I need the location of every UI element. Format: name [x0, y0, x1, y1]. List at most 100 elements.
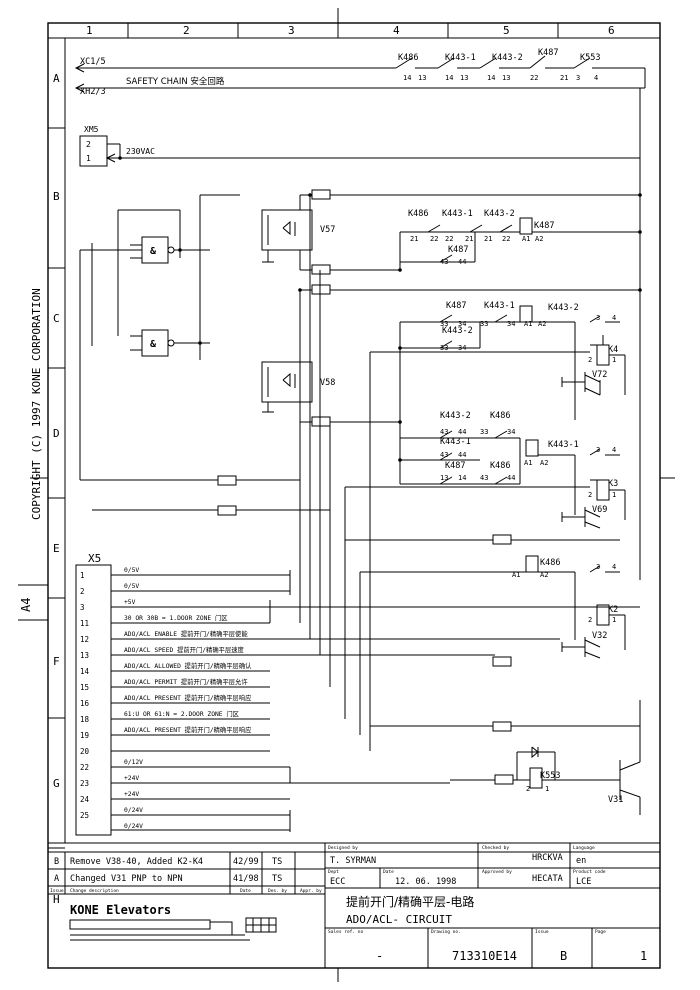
pin-label: 13 [418, 74, 426, 82]
pin-label: 43 [480, 474, 488, 482]
x5-pin-number: 2 [80, 587, 85, 596]
pin-label: 21 [410, 235, 418, 243]
contact-label: K486 [408, 209, 428, 219]
product-code: LCE [576, 877, 591, 887]
x5-pin-number: 23 [80, 779, 89, 788]
pin-label: 22 [530, 74, 538, 82]
field-label: Product code [573, 869, 606, 875]
dept: ECC [330, 877, 345, 887]
x5-pin-number: 15 [80, 683, 89, 692]
and-gate: & [150, 339, 157, 350]
row-label: E [53, 542, 60, 555]
x5-pin-text: ADO/ACL ALLOWED 提前开门/精确平层确认 [124, 661, 252, 670]
row-label: D [53, 427, 60, 440]
x5-pin-number: 11 [80, 619, 89, 628]
contact-label: K443-1 [442, 209, 473, 219]
field-label: Sales ref. no [328, 929, 364, 935]
x5-pin-number: 24 [80, 795, 90, 804]
x5-pin-text: +24V [124, 791, 139, 798]
x5-pin-number: 25 [80, 811, 89, 820]
column-label: 2 [183, 24, 190, 37]
coil-label: K487 [534, 221, 554, 231]
field-label: Page [595, 929, 606, 935]
paper-size: A4 [19, 598, 33, 612]
x5-pin-text: ADO/ACL PRESENT 提前开门/精确平层响应 [124, 693, 252, 702]
revision-date: 41/98 [233, 874, 259, 884]
field-label: Approved by [482, 869, 512, 875]
pin-label: 13 [502, 74, 510, 82]
x5-pin-text: 0/24V [124, 807, 143, 814]
pin-label: 34 [458, 320, 466, 328]
field-label: Dept [328, 869, 339, 875]
pin-label: 22 [502, 235, 510, 243]
pin-label: A2 [540, 571, 548, 579]
field-label: Issue [535, 929, 549, 935]
pin-label: 3 [596, 314, 600, 322]
coil-label: K443-2 [548, 303, 579, 313]
column-label: 6 [608, 24, 615, 37]
x5-title: X5 [88, 552, 101, 565]
xh2-label: XH2/3 [80, 87, 106, 97]
revision-author: TS [272, 874, 282, 884]
page-number: 1 [640, 949, 647, 963]
revision-issue: A [54, 874, 59, 884]
opto-label: V58 [320, 378, 335, 388]
row-label: B [53, 190, 60, 203]
contact-label: K443-2 [440, 411, 471, 421]
contact-label: K443-2 [492, 53, 523, 63]
rev-header: Des. by [268, 888, 287, 894]
pin-label: 33 [480, 320, 488, 328]
x5-pin-text: +24V [124, 775, 139, 782]
pin-label: 44 [458, 258, 466, 266]
pin-label: 2 [526, 785, 530, 793]
coil-label: K486 [540, 558, 560, 568]
transistor-label: V72 [592, 370, 607, 380]
contact-label: K487 [445, 461, 465, 471]
x5-pin-number: 14 [80, 667, 90, 676]
voltage-label: 230VAC [126, 147, 155, 156]
contact-label: K553 [580, 53, 600, 63]
pin-label: A1 [524, 320, 532, 328]
opto-label: V57 [320, 225, 335, 235]
rev-header: Change description [70, 888, 119, 894]
pin-label: A1 [512, 571, 520, 579]
pin-label: 34 [507, 320, 515, 328]
pin-label: 13 [440, 474, 448, 482]
and-gate: & [150, 246, 157, 257]
pin-label: 1 [545, 785, 549, 793]
column-label: 5 [503, 24, 510, 37]
pin-label: A2 [540, 459, 548, 467]
pin-label: 34 [458, 344, 466, 352]
pin-label: 4 [612, 314, 616, 322]
pin-label: 1 [86, 154, 91, 163]
x5-pin-text: 30 OR 30B = 1.DOOR ZONE 门区 [124, 613, 228, 622]
revision-author: TS [272, 857, 282, 867]
contact-label: K443-1 [445, 53, 476, 63]
checked-by: HRCKVA [532, 853, 563, 863]
x5-pin-number: 3 [80, 603, 85, 612]
revision-description: Changed V31 PNP to NPN [70, 874, 183, 884]
pin-label: 3 [576, 74, 580, 82]
revision-issue: B [54, 857, 59, 867]
language: en [576, 856, 586, 866]
coil-label: K443-1 [548, 440, 579, 450]
pin-label: 43 [440, 451, 448, 459]
pin-label: A1 [522, 235, 530, 243]
pin-label: 21 [465, 235, 473, 243]
rev-header: Appr. by [300, 888, 322, 894]
x5-pin-number: 18 [80, 715, 90, 724]
xc1-label: XC1/5 [80, 57, 106, 67]
x5-pin-text: +5V [124, 599, 136, 606]
row-label: H [53, 893, 60, 906]
pin-label: 4 [612, 446, 616, 454]
row-label: G [53, 777, 60, 790]
drawing-date: 12. 06. 1998 [395, 877, 456, 887]
pin-label: A2 [538, 320, 546, 328]
x5-pin-number: 20 [80, 747, 90, 756]
revision-date: 42/99 [233, 857, 259, 867]
pin-label: A1 [524, 459, 532, 467]
x5-pin-text: 61:U OR 61:N = 2.DOOR ZONE 门区 [124, 709, 239, 718]
pin-label: 4 [612, 563, 616, 571]
pin-label: 14 [445, 74, 453, 82]
pin-label: 1 [612, 616, 616, 624]
